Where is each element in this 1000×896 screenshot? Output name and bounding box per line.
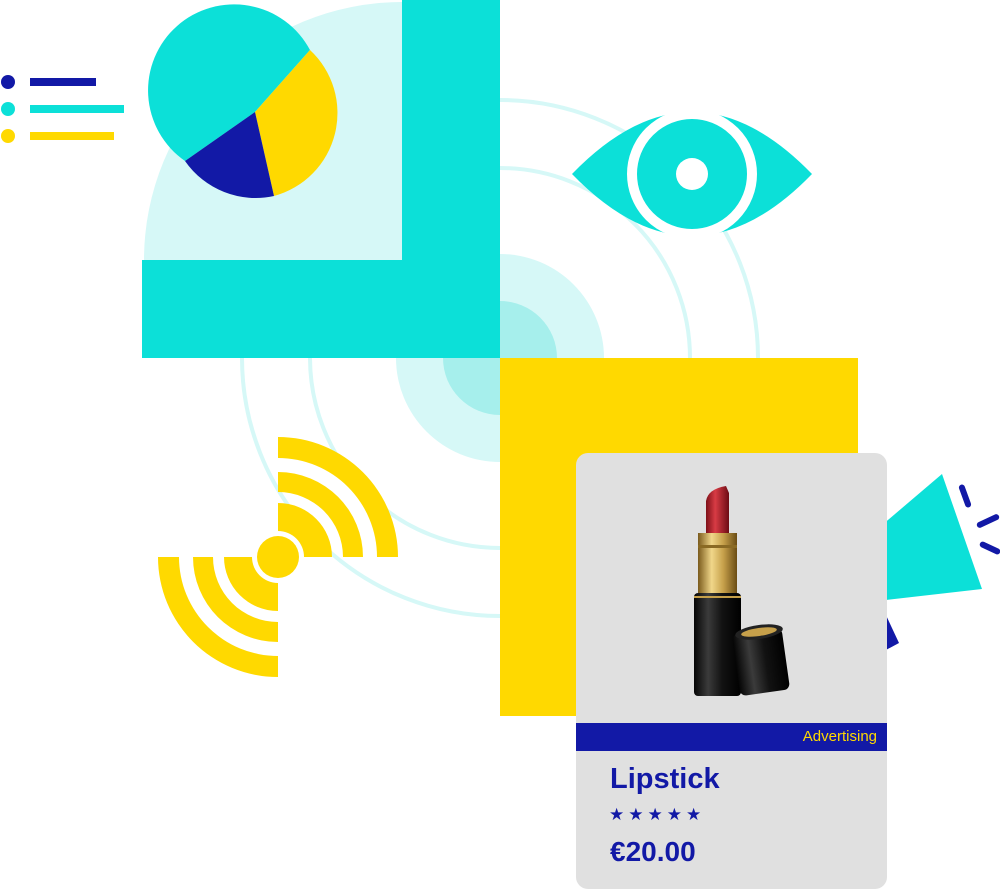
eye-icon <box>572 109 812 239</box>
legend-bullet-yellow <box>1 129 15 143</box>
advertising-banner: Advertising <box>576 723 887 751</box>
broadcast-icon <box>158 437 398 677</box>
advertising-label: Advertising <box>802 728 877 745</box>
legend-bullet-cyan <box>1 102 15 116</box>
legend-bullet-navy <box>1 75 15 89</box>
product-name[interactable]: Lipstick <box>610 763 720 795</box>
pie-slice-yellow <box>255 50 338 196</box>
pie-slice-navy <box>185 112 274 198</box>
legend-line-cyan <box>30 105 124 113</box>
pie-slice-cyan <box>148 4 310 161</box>
cyan-corner-block <box>142 0 500 358</box>
legend-icon <box>1 75 124 143</box>
rating-stars: ★★★★★ <box>609 805 706 824</box>
pie-chart-icon <box>148 4 338 198</box>
lipstick-icon <box>694 486 790 696</box>
product-card[interactable]: Advertising Lipstick ★★★★★ €20.00 <box>576 453 887 889</box>
legend-line-yellow <box>30 132 114 140</box>
legend-line-navy <box>30 78 96 86</box>
product-price: €20.00 <box>610 836 696 867</box>
